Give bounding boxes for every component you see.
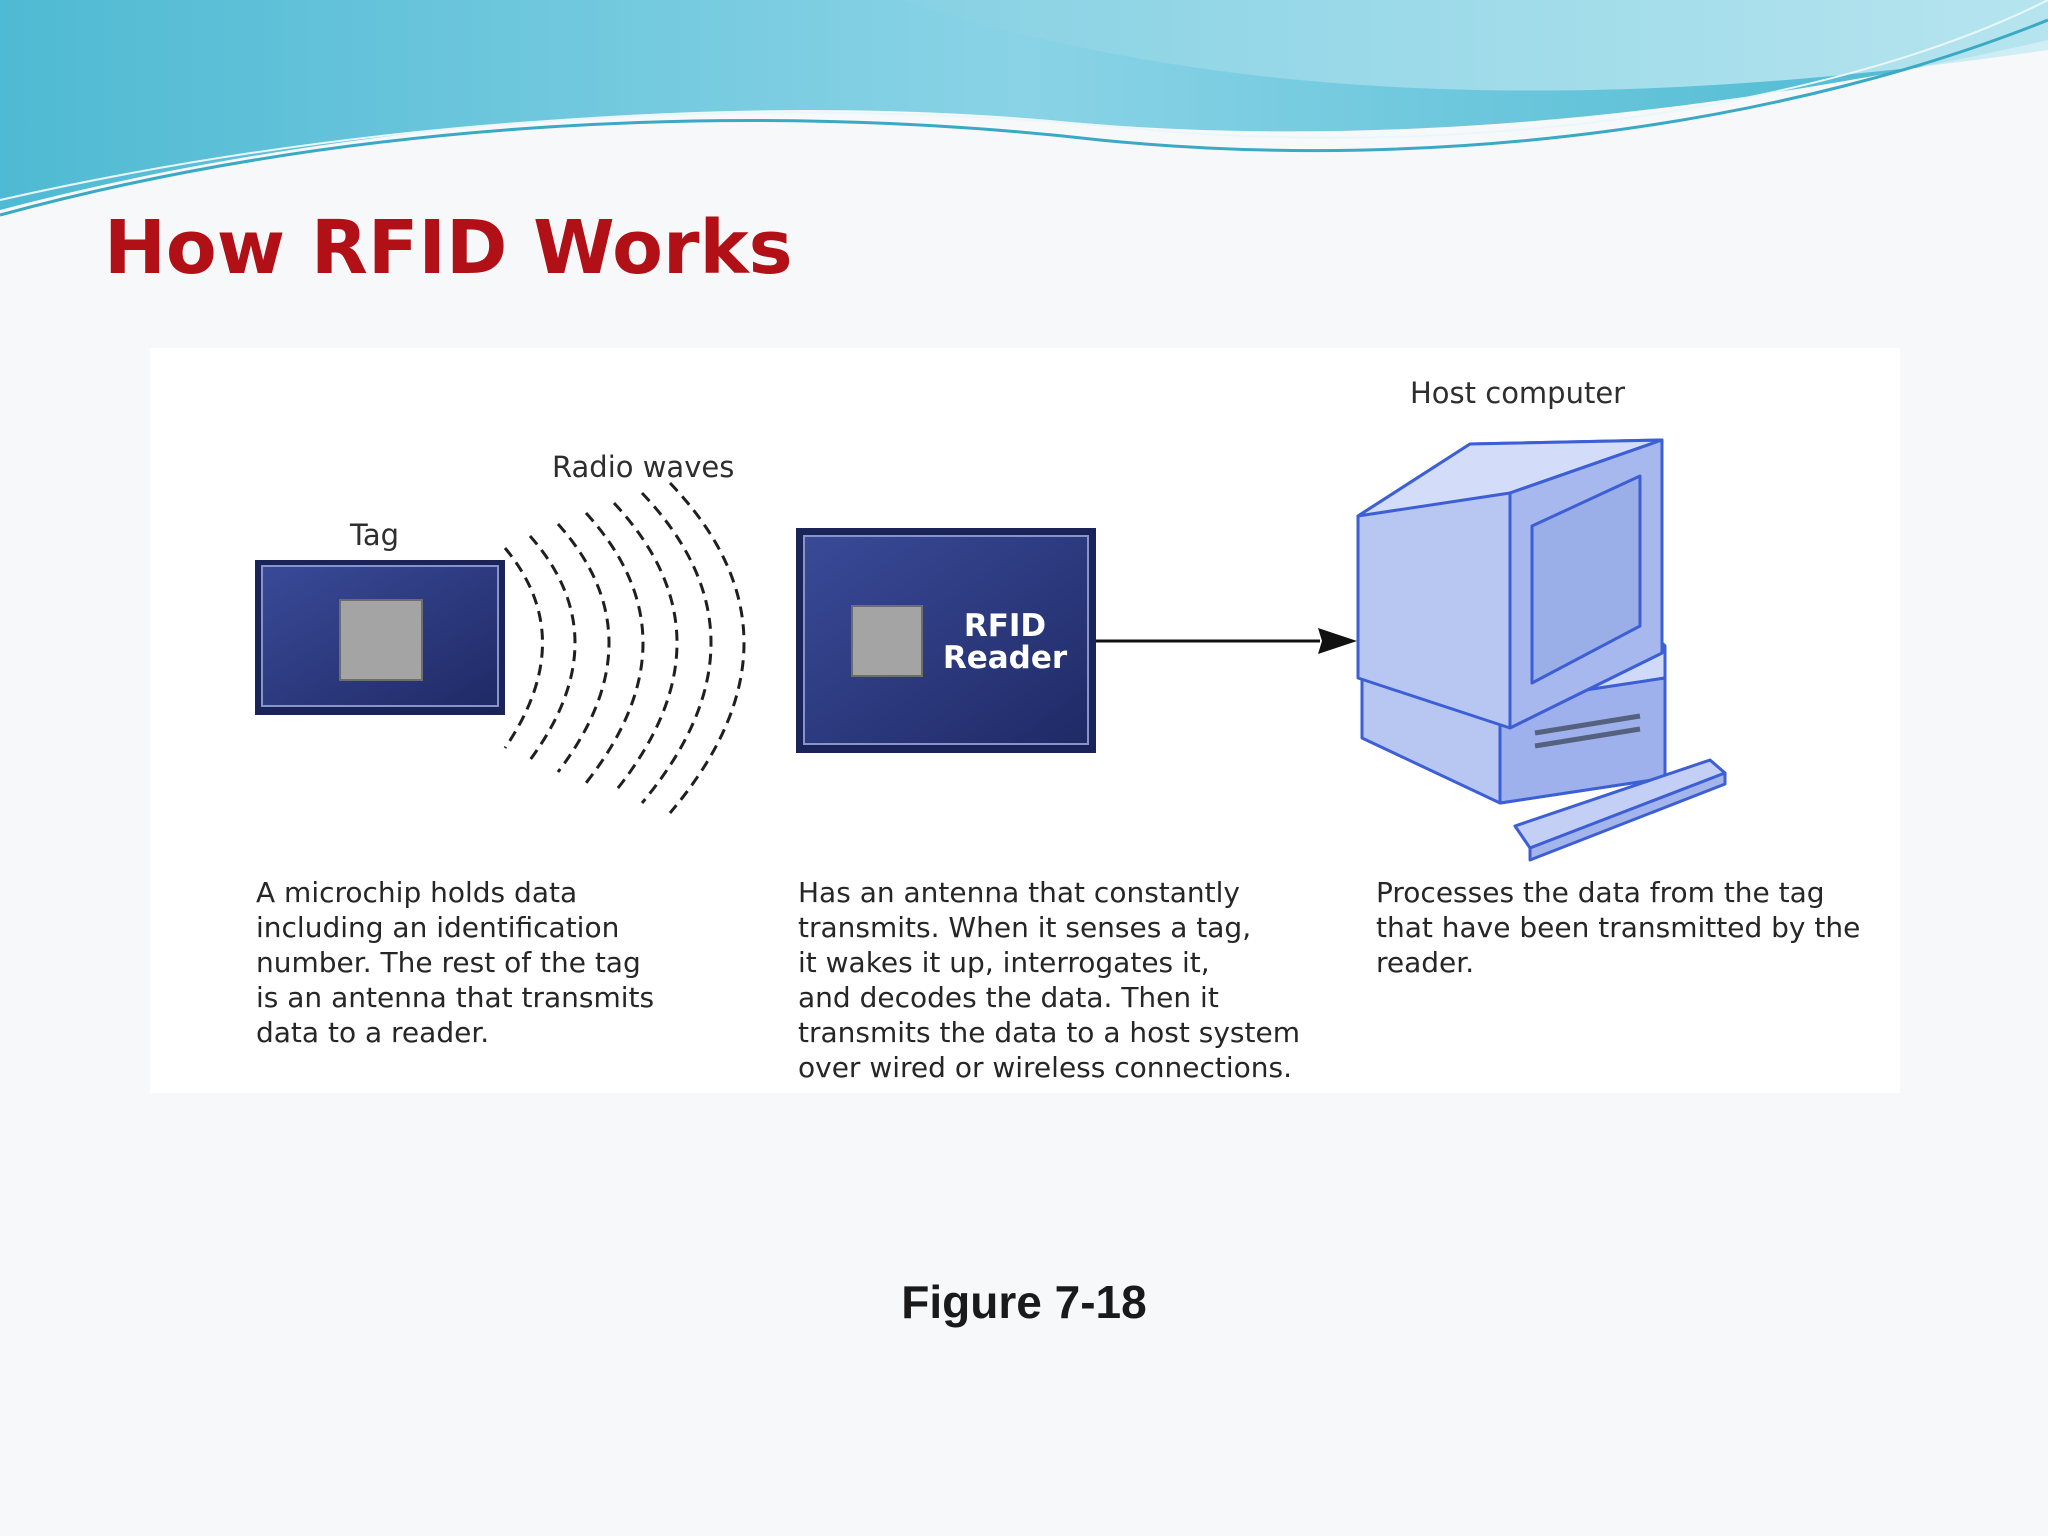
figure-caption: Figure 7-18 (901, 1276, 1147, 1328)
radio-waves-graphic (503, 481, 746, 814)
slide-title: How RFID Works (104, 205, 793, 291)
host-computer-label: Host computer (1410, 376, 1626, 410)
rfid-reader-graphic (796, 528, 1096, 753)
header-wave-banner (0, 0, 2048, 217)
radio-waves-label: Radio waves (552, 450, 735, 484)
tag-description: A microchip holds data including an iden… (256, 876, 655, 1049)
tag-label: Tag (350, 518, 400, 552)
reader-description: Has an antenna that constantly transmits… (798, 876, 1300, 1084)
reader-chip (851, 605, 923, 677)
tag-graphic (255, 560, 505, 715)
data-flow-arrow (1096, 628, 1357, 654)
host-computer-graphic (1356, 438, 1727, 862)
rfid-reader-label: RFID Reader (942, 608, 1068, 676)
host-description: Processes the data from the tag that hav… (1376, 876, 1861, 979)
rfid-diagram: Tag Radio waves Host computer RFID Reade… (150, 348, 1900, 1093)
tag-microchip (339, 599, 423, 681)
